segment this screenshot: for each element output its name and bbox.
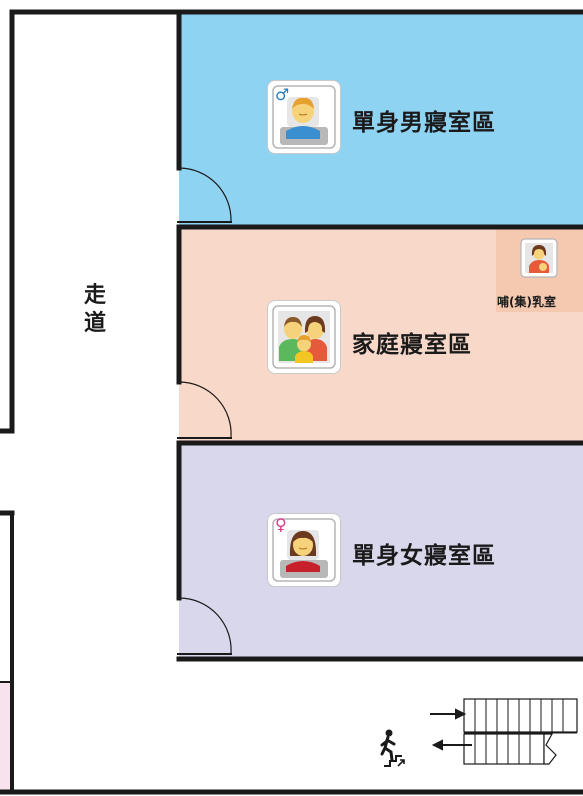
room-fill-single-female xyxy=(179,444,583,658)
single-male-room-icon xyxy=(268,81,340,153)
female-symbol: ♀ xyxy=(275,515,287,534)
nursing-room-label: 哺(集)乳室 xyxy=(497,295,556,309)
male-person-icon xyxy=(272,85,336,149)
corridor-label: 走道 xyxy=(83,283,106,336)
room-fill-single-male xyxy=(179,14,583,226)
nursing-room-icon xyxy=(520,238,558,278)
walls xyxy=(0,9,583,795)
door-swings xyxy=(179,167,232,654)
single-female-room-icon xyxy=(268,514,340,586)
single-female-room-label: 單身女寢室區 xyxy=(352,543,496,569)
family-icon xyxy=(272,305,336,369)
family-room-icon xyxy=(268,301,340,373)
stair-arrows xyxy=(430,708,472,751)
stairs xyxy=(463,698,578,765)
room-fill-lower-left xyxy=(0,682,11,792)
male-symbol: ♂ xyxy=(275,85,290,104)
door-thresholds xyxy=(177,221,232,655)
family-room-label: 家庭寢室區 xyxy=(352,332,472,358)
female-person-icon xyxy=(272,518,336,582)
mother-baby-icon xyxy=(520,238,558,278)
stairs-walker-icon xyxy=(380,729,405,767)
single-male-room-label: 單身男寢室區 xyxy=(352,110,496,136)
